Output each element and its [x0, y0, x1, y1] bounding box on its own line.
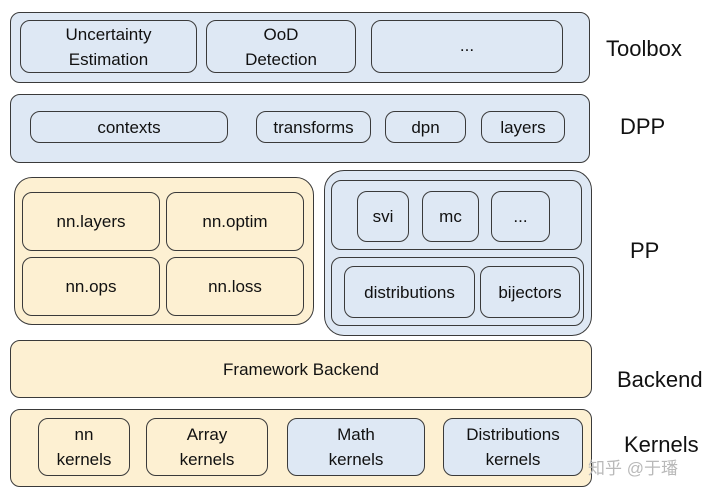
kernel-item-nn: nn kernels — [38, 418, 130, 476]
dpp-layer-label: DPP — [620, 114, 666, 139]
toolbox-item-ood-detection: OoD Detection — [206, 20, 356, 73]
pp-item-nn-ops: nn.ops — [22, 257, 160, 316]
pp-item-more: ... — [491, 191, 550, 242]
kernel-item-distributions: Distributions kernels — [443, 418, 583, 476]
kernels-layer-label: Kernels — [624, 432, 699, 457]
backend-framework: Framework Backend — [10, 340, 592, 398]
pp-item-nn-loss: nn.loss — [166, 257, 304, 316]
pp-item-svi: svi — [357, 191, 409, 242]
dpp-item-dpn: dpn — [385, 111, 466, 143]
pp-layer-label: PP — [630, 238, 660, 263]
pp-item-bijectors: bijectors — [480, 266, 580, 318]
dpp-item-contexts: contexts — [30, 111, 228, 143]
dpp-item-layers: layers — [481, 111, 565, 143]
kernel-item-array: Array kernels — [146, 418, 268, 476]
watermark: 知乎 @于璠 — [588, 459, 678, 478]
toolbox-item-more: ... — [371, 20, 563, 73]
toolbox-item-uncertainty-estimation: Uncertainty Estimation — [20, 20, 197, 73]
pp-item-distributions: distributions — [344, 266, 475, 318]
pp-item-nn-layers: nn.layers — [22, 192, 160, 251]
toolbox-layer-label: Toolbox — [606, 36, 682, 61]
backend-layer-label: Backend — [617, 367, 703, 392]
dpp-item-transforms: transforms — [256, 111, 371, 143]
kernel-item-math: Math kernels — [287, 418, 425, 476]
pp-item-mc: mc — [422, 191, 479, 242]
pp-item-nn-optim: nn.optim — [166, 192, 304, 251]
